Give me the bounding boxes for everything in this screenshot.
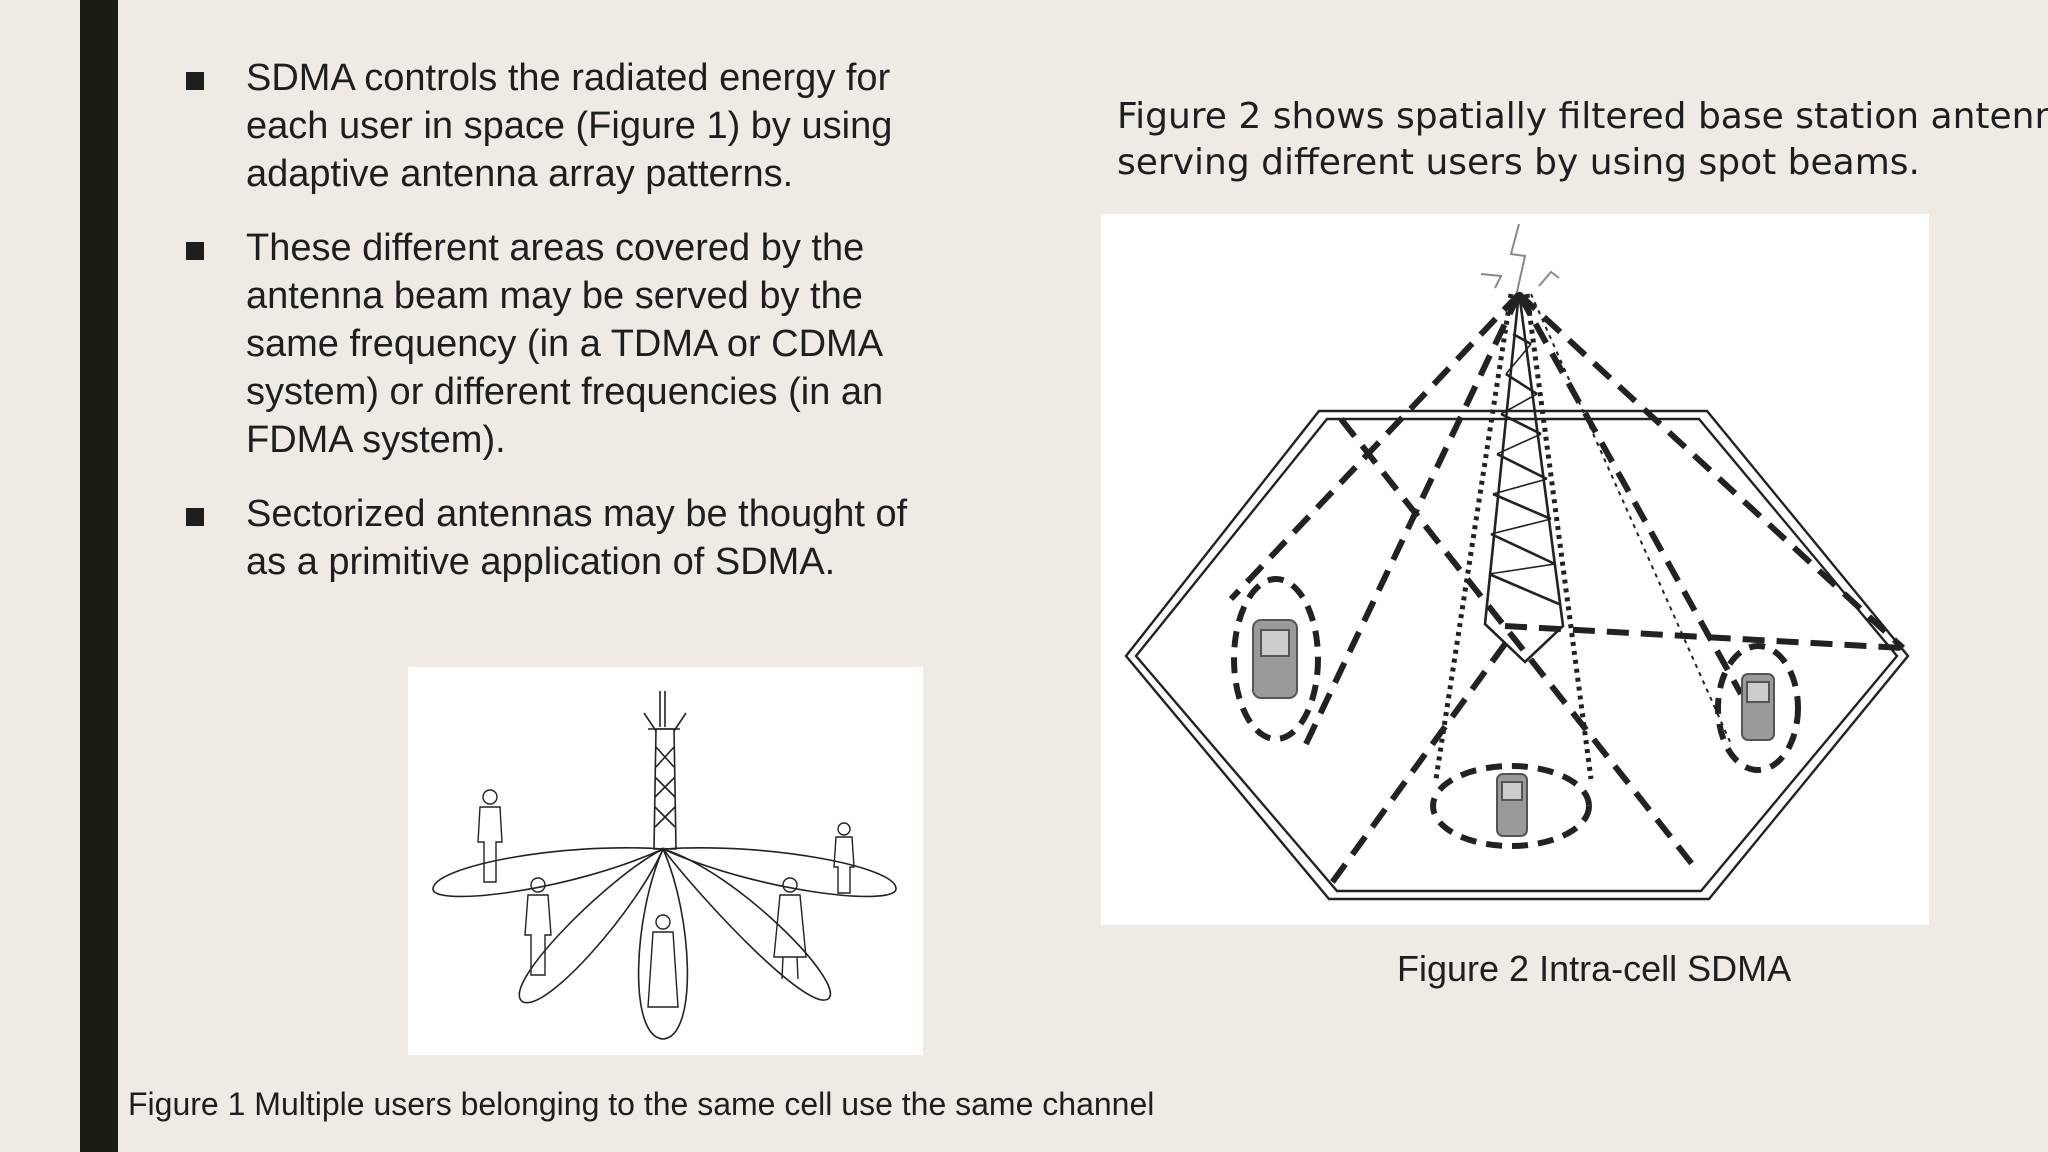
beam-footprints xyxy=(1231,576,1801,849)
spot-beam-lines xyxy=(1228,291,1906,886)
figure2-description-line: serving different users by using spot be… xyxy=(1117,142,1920,183)
user-icon xyxy=(833,822,855,894)
bullet-list: SDMA controls the radiated energy for ea… xyxy=(180,54,950,612)
figure1-illustration xyxy=(432,691,897,1040)
figure1-image xyxy=(408,667,923,1055)
bullet-item: These different areas covered by the ant… xyxy=(180,224,950,464)
figure1-caption: Figure 1 Multiple users belonging to the… xyxy=(128,1086,1155,1122)
square-bullet-icon xyxy=(186,72,204,90)
figure2-description: Figure 2 shows spatially filtered base s… xyxy=(1117,94,2048,186)
square-bullet-icon xyxy=(186,508,204,526)
figure2-illustration xyxy=(1124,223,1910,901)
mobile-phone-icon xyxy=(1496,773,1528,837)
mobile-phone-icon xyxy=(1741,673,1775,741)
antenna-tower-icon xyxy=(1480,223,1565,664)
bullet-text: SDMA controls the radiated energy for ea… xyxy=(246,57,893,195)
slide-accent-bar xyxy=(80,0,118,1152)
user-icon xyxy=(524,877,552,976)
mobile-phone-icon xyxy=(1252,619,1298,699)
beam-lobes xyxy=(432,847,897,1040)
bullet-item: SDMA controls the radiated energy for ea… xyxy=(180,54,950,198)
figure2-description-line: Figure 2 shows spatially filtered base s… xyxy=(1117,96,2048,137)
user-icon xyxy=(773,877,807,980)
mobile-phone-icons xyxy=(1252,619,1775,837)
user-icon xyxy=(477,789,503,883)
antenna-tower-icon xyxy=(643,691,687,850)
bullet-text: These different areas covered by the ant… xyxy=(246,227,884,461)
dotted-beam-lines xyxy=(1433,293,1732,780)
user-figures xyxy=(477,789,855,1008)
hexagon-cell xyxy=(1124,409,1910,901)
square-bullet-icon xyxy=(186,242,204,260)
bullet-text: Sectorized antennas may be thought of as… xyxy=(246,493,908,583)
figure2-image xyxy=(1101,214,1929,925)
figure2-caption: Figure 2 Intra-cell SDMA xyxy=(1397,948,1792,989)
bullet-item: Sectorized antennas may be thought of as… xyxy=(180,490,950,586)
user-icon xyxy=(647,914,679,1008)
